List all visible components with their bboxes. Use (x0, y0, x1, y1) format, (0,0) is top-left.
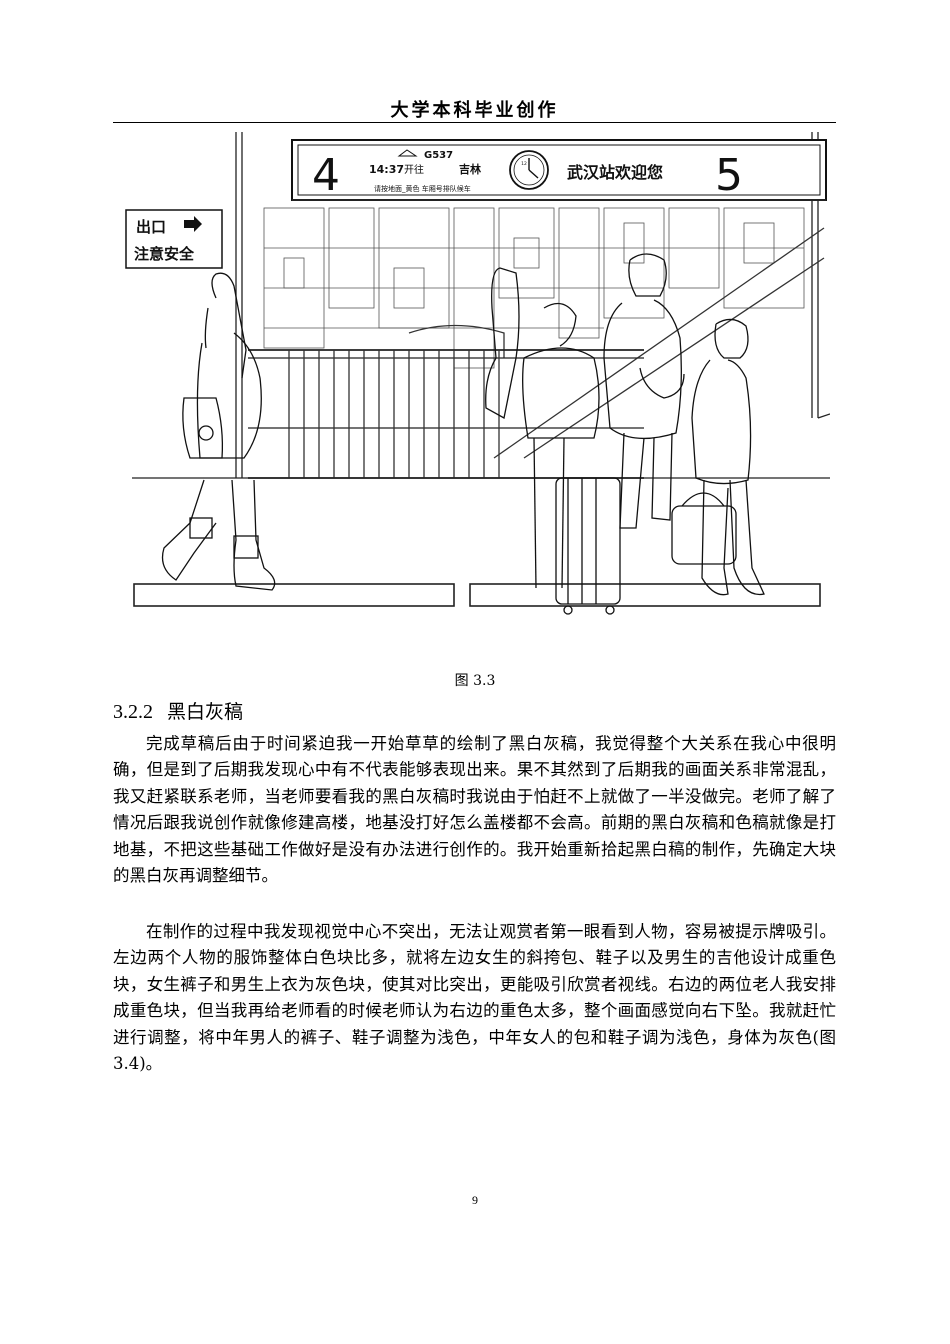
sign-destination: 吉林 (459, 162, 481, 176)
body-paragraph-2: 在制作的过程中我发现视觉中心不突出，无法让观赏者第一眼看到人物，容易被提示牌吸引… (113, 922, 836, 1074)
exit-arrow-icon (184, 216, 202, 232)
sign-note: 请按地面_黄色 车厢号排队候车 (374, 184, 471, 193)
figure-line-drawing: 4 5 G537 14:37 开往 吉林 请按地面_黄色 车厢号排队候车 12 … (125, 132, 830, 615)
train-icon (397, 149, 418, 157)
header-rule (113, 122, 836, 123)
body-paragraph-1: 完成草稿后由于时间紧迫我一开始草草的绘制了黑白灰稿，我觉得整个大关系在我心中很明… (113, 734, 836, 886)
section-number: 3.2.2 (113, 701, 153, 723)
section-title: 黑白灰稿 (167, 701, 244, 723)
girl-figure (161, 272, 276, 591)
older-woman-figure (603, 253, 685, 529)
young-man-figure (485, 267, 621, 615)
sign-departs: 开往 (404, 163, 424, 176)
figure-caption: 图 3.3 (454, 673, 496, 689)
older-man-figure (671, 318, 765, 596)
sign-welcome: 武汉站欢迎您 (567, 163, 663, 182)
sign-time: 14:37 (369, 163, 404, 176)
exit-sign-text: 出口 (136, 218, 166, 236)
section-heading: 3.2.2 黑白灰稿 (113, 697, 243, 724)
sign-platform-right: 5 (715, 150, 743, 201)
clock-twelve: 12 (521, 161, 527, 167)
page-number: 9 (472, 1193, 478, 1207)
safety-sign-text: 注意安全 (134, 245, 195, 263)
running-header: 大学本科毕业创作 (390, 100, 559, 121)
sign-train-number: G537 (424, 150, 453, 161)
sign-platform-left: 4 (312, 150, 340, 201)
